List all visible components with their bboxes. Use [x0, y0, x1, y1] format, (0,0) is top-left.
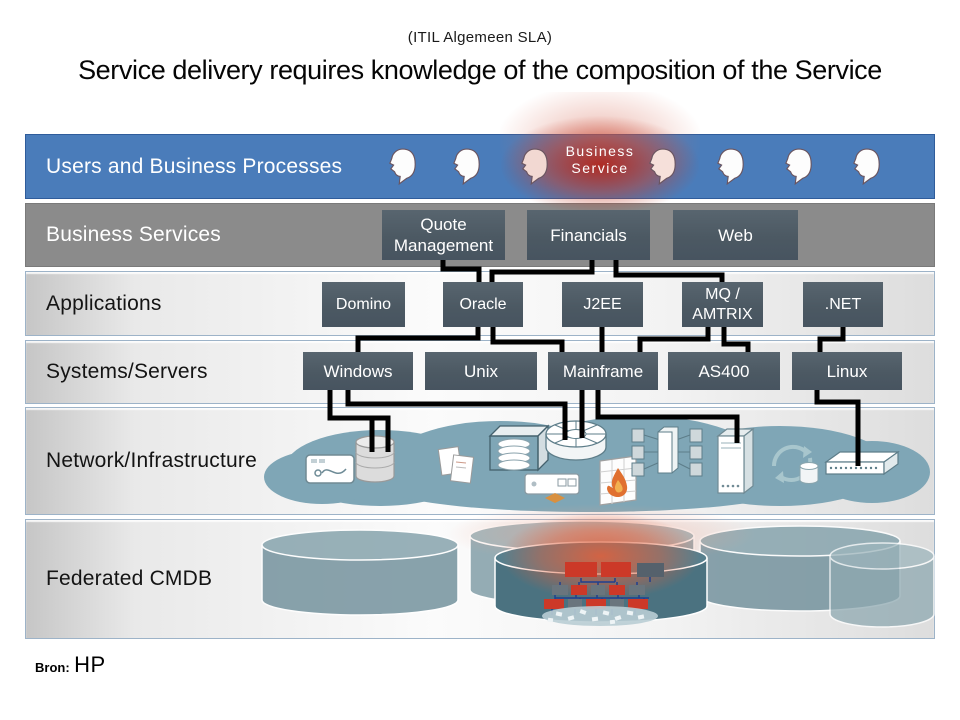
user-head-icon: [453, 148, 480, 186]
source-value: HP: [74, 652, 106, 677]
user-head-icon: [717, 148, 744, 186]
user-head-icon: [785, 148, 812, 186]
node-windows: Windows: [303, 352, 413, 390]
node-quote-management: Quote Management: [382, 210, 505, 260]
node-domino: Domino: [322, 282, 405, 327]
layer-cmdb-label: Federated CMDB: [46, 567, 213, 590]
node-as400: AS400: [668, 352, 780, 390]
node-oracle: Oracle: [443, 282, 523, 327]
node-financials: Financials: [527, 210, 650, 260]
layer-network-label: Network/Infrastructure: [46, 449, 257, 472]
node-j2ee: J2EE: [562, 282, 643, 327]
business-service-line1: Business: [565, 143, 635, 159]
user-head-icon: [853, 148, 880, 186]
node-linux: Linux: [792, 352, 902, 390]
business-service-line2: Service: [571, 160, 629, 176]
layer-business-services-label: Business Services: [46, 223, 221, 246]
layer-applications-label: Applications: [46, 291, 162, 315]
node-web: Web: [673, 210, 798, 260]
node-mainframe: Mainframe: [548, 352, 658, 390]
source-note: Bron: HP: [35, 652, 106, 678]
node-dotnet: .NET: [803, 282, 883, 327]
business-service-label: Business Service: [540, 143, 660, 177]
layer-users-label: Users and Business Processes: [46, 154, 343, 178]
layer-users-band: Users and Business Processes: [25, 134, 935, 199]
node-unix: Unix: [425, 352, 537, 390]
slide-kicker: (ITIL Algemeen SLA): [407, 29, 553, 46]
node-mq-amtrix: MQ / AMTRIX: [682, 282, 763, 327]
layer-cmdb-band: Federated CMDB: [25, 519, 935, 639]
user-head-icon: [389, 148, 416, 186]
layer-network-band: Network/Infrastructure: [25, 407, 935, 515]
source-label: Bron:: [35, 660, 70, 675]
page-title: Service delivery requires knowledge of t…: [78, 55, 882, 85]
layer-systems-label: Systems/Servers: [46, 360, 208, 383]
